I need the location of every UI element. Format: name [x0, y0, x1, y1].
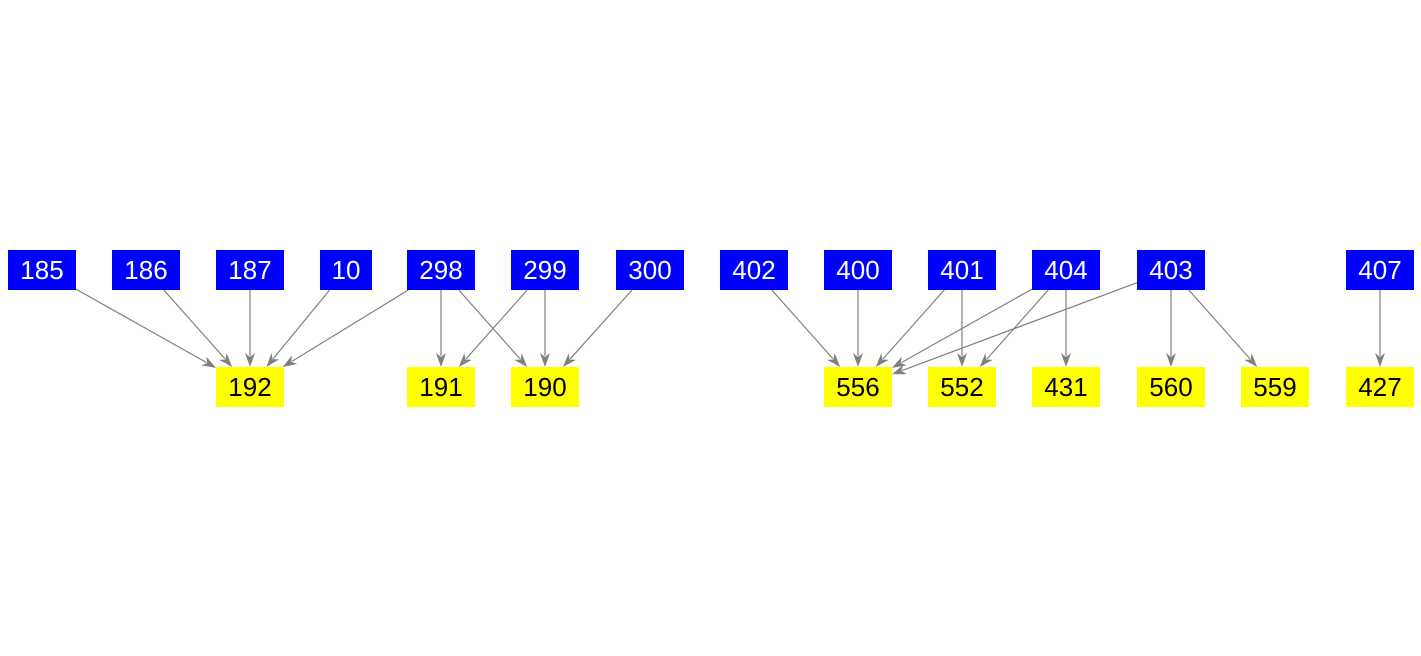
arrowhead-icon: [436, 353, 446, 367]
edge-10-192: [272, 289, 331, 359]
arrowhead-icon: [1061, 353, 1071, 367]
edge-402-556: [771, 289, 834, 360]
node-402: 402: [720, 250, 788, 290]
node-10: 10: [320, 250, 372, 290]
edge-404-552: [986, 289, 1049, 360]
edge-298-190: [458, 289, 521, 360]
node-192: 192: [216, 367, 284, 407]
arrowhead-icon: [562, 353, 577, 367]
arrowhead-icon: [540, 353, 550, 367]
arrowhead-icon: [1375, 353, 1385, 367]
arrowhead-icon: [1166, 353, 1176, 367]
node-298: 298: [407, 250, 475, 290]
edge-185-192: [75, 288, 207, 364]
node-560: 560: [1137, 367, 1205, 407]
arrowhead-icon: [979, 353, 993, 367]
node-404: 404: [1032, 250, 1100, 290]
edge-299-191: [465, 289, 528, 360]
node-403: 403: [1137, 250, 1205, 290]
node-299: 299: [511, 250, 579, 290]
node-186: 186: [112, 250, 180, 290]
arrowhead-icon: [266, 353, 280, 367]
node-556: 556: [824, 367, 892, 407]
edge-298-192: [291, 289, 409, 362]
edge-403-559: [1188, 289, 1251, 360]
node-190: 190: [511, 367, 579, 407]
edge-300-190: [569, 289, 633, 360]
node-427: 427: [1346, 367, 1414, 407]
arrowhead-icon: [219, 353, 233, 367]
arrowhead-icon: [875, 353, 889, 367]
node-300: 300: [616, 250, 684, 290]
arrowhead-icon: [282, 355, 298, 367]
node-431: 431: [1032, 367, 1100, 407]
arrowhead-icon: [957, 353, 967, 367]
edge-404-556: [901, 288, 1033, 364]
node-187: 187: [216, 250, 284, 290]
arrowhead-icon: [853, 353, 863, 367]
node-191: 191: [407, 367, 475, 407]
arrowhead-icon: [245, 353, 255, 367]
node-559: 559: [1241, 367, 1309, 407]
node-185: 185: [8, 250, 76, 290]
arrowhead-icon: [201, 356, 216, 368]
edge-186-192: [163, 289, 226, 360]
edge-403-556: [902, 282, 1138, 372]
arrowhead-icon: [827, 353, 841, 367]
arrowhead-icon: [514, 353, 528, 367]
node-552: 552: [928, 367, 996, 407]
node-407: 407: [1346, 250, 1414, 290]
arrowhead-icon: [1244, 353, 1258, 367]
arrowhead-icon: [892, 364, 907, 375]
arrowhead-icon: [892, 356, 907, 368]
edge-401-556: [882, 289, 945, 360]
arrowhead-icon: [458, 353, 472, 367]
node-401: 401: [928, 250, 996, 290]
node-400: 400: [824, 250, 892, 290]
